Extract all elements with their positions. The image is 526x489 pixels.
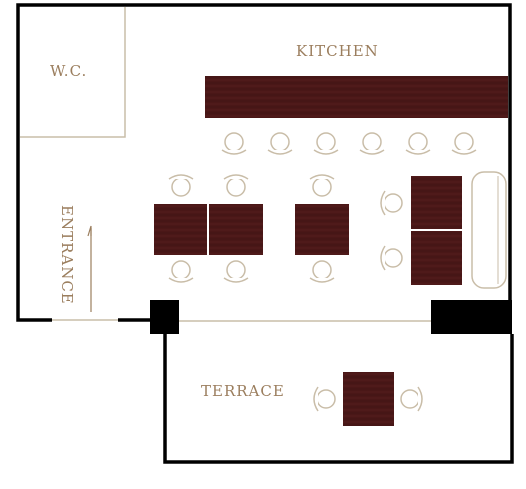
chair-bottom-3 xyxy=(309,260,335,283)
table xyxy=(154,204,207,255)
wc-label: W.C. xyxy=(50,62,88,80)
chair-bottom-1 xyxy=(168,260,194,283)
pillar-right xyxy=(431,300,512,334)
chairs-bottom-row xyxy=(168,260,335,283)
terrace-walls xyxy=(163,334,514,464)
stool-5 xyxy=(405,132,431,155)
counter-stools xyxy=(221,132,477,155)
chair-left-2 xyxy=(380,245,403,271)
terrace-label: TERRACE xyxy=(201,382,285,400)
wc-room xyxy=(20,7,126,138)
stool-2 xyxy=(267,132,293,155)
terrace-chairs xyxy=(313,386,423,412)
table xyxy=(411,176,462,229)
chair-top-1 xyxy=(168,174,194,197)
kitchen-counter xyxy=(205,76,508,118)
sofa-bench xyxy=(471,171,507,289)
terrace-chair-left xyxy=(313,386,336,412)
main-walls xyxy=(16,3,512,322)
chair-bottom-2 xyxy=(223,260,249,283)
terrace-chair-right xyxy=(400,386,423,412)
stool-6 xyxy=(451,132,477,155)
kitchen-label: KITCHEN xyxy=(296,42,379,60)
stool-3 xyxy=(313,132,339,155)
table xyxy=(411,231,462,285)
table xyxy=(209,204,263,255)
stool-4 xyxy=(359,132,385,155)
chairs-left-column xyxy=(380,190,403,271)
terrace-table xyxy=(343,372,394,426)
chairs-top-row xyxy=(168,174,335,197)
chair-top-2 xyxy=(223,174,249,197)
chair-left-1 xyxy=(380,190,403,216)
chair-top-3 xyxy=(309,174,335,197)
table xyxy=(295,204,349,255)
arrow-up-icon xyxy=(87,225,92,312)
entrance-label: ENTRANCE xyxy=(58,205,76,305)
pillar-left xyxy=(150,300,179,334)
stool-1 xyxy=(221,132,247,155)
